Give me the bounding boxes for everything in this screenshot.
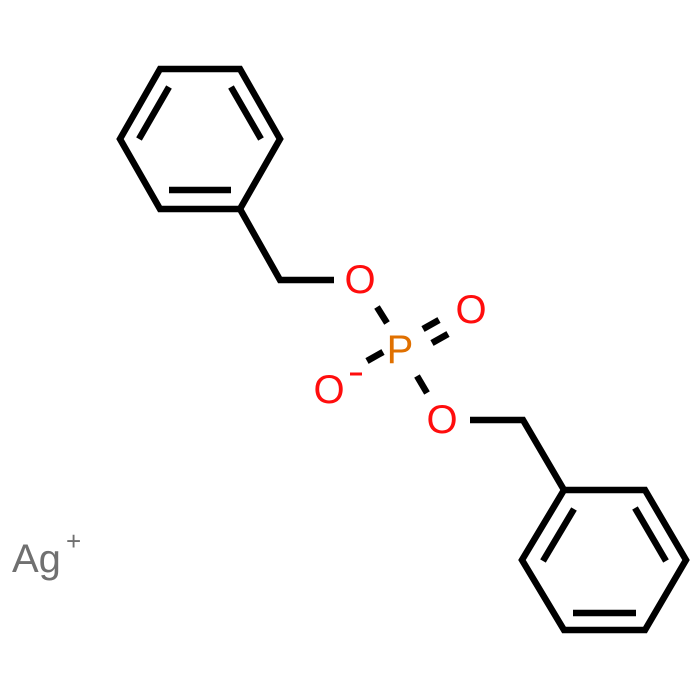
- bond-o-p-top: [374, 305, 390, 325]
- double-bond-p-o-b: [430, 331, 450, 346]
- bottom-benzene-ring: [518, 486, 690, 634]
- bond-p-o-anion: [365, 349, 385, 364]
- double-bond-inner: [136, 85, 172, 141]
- atom-silver: Ag: [12, 537, 61, 581]
- benzyl-ch2-top: [237, 207, 334, 284]
- atom-oxygen-double: O: [455, 288, 486, 332]
- atom-oxygen-ester-bottom: O: [426, 398, 457, 442]
- atom-phosphorus: P: [387, 328, 414, 372]
- atom-oxygen-ester-top: O: [344, 258, 375, 302]
- double-bond-p-o-a: [421, 317, 441, 332]
- ring-outline: [518, 486, 690, 634]
- double-bond-inner: [228, 85, 264, 141]
- silver-charge: +: [66, 526, 81, 556]
- top-benzene-ring: [116, 65, 284, 213]
- bond-p-o-bottom: [414, 374, 430, 395]
- benzyl-ch2-bottom: [470, 416, 567, 492]
- double-bond-inner: [632, 506, 669, 563]
- double-bond-inner: [540, 507, 577, 563]
- atom-oxygen-anion: O: [313, 368, 344, 412]
